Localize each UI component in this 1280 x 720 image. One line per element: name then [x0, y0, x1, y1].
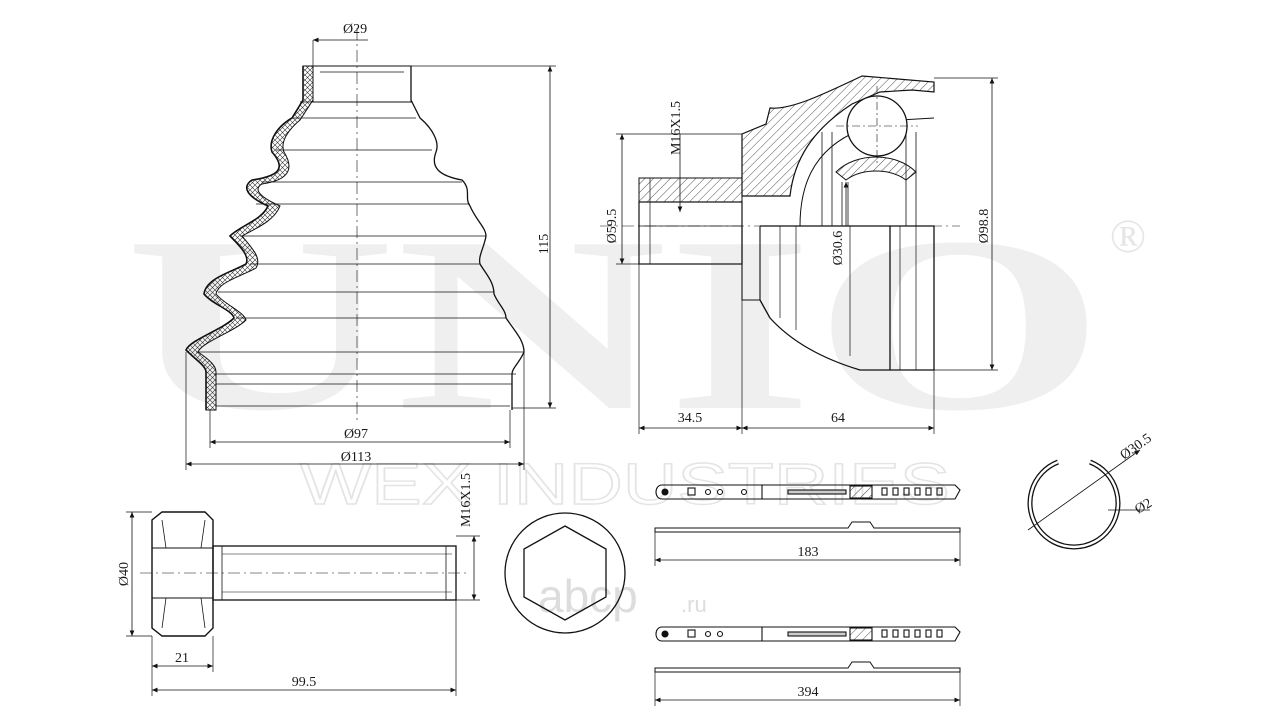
cv-joint-shaft-length-label: 34.5 — [678, 411, 703, 426]
boot-top-diameter-label: Ø29 — [343, 22, 367, 37]
circlip-wire-label: Ø2 — [1133, 496, 1155, 518]
watermark-site-suffix: .ru — [681, 592, 707, 617]
clamp-small-band-side — [654, 521, 961, 533]
watermark-registered: ® — [1110, 210, 1146, 263]
bolt-head-length-label: 21 — [175, 651, 189, 666]
clamp-large-drawing — [654, 626, 961, 706]
cv-joint-bell — [759, 225, 891, 371]
boot-right-profile — [410, 66, 525, 410]
cv-joint-drawing — [600, 75, 998, 434]
bolt-hex — [523, 525, 607, 621]
clamp-small-drawing — [654, 484, 961, 566]
cv-joint-housing-section — [741, 75, 935, 197]
bolt-head-end-view — [504, 512, 626, 634]
circlip-drawing — [1027, 449, 1150, 550]
boot-inner-diameter-label: Ø97 — [344, 427, 368, 442]
clamp-large-length-label: 394 — [798, 685, 819, 700]
clamp-small-band-top — [655, 484, 961, 500]
clamp-small-holes — [881, 487, 943, 496]
bolt-flange-circle — [504, 512, 626, 634]
watermark-brand: UNIO — [125, 186, 1105, 463]
bolt-drawing — [126, 511, 480, 696]
clamp-large-band-top — [655, 626, 961, 642]
watermark-site: abcp .ru — [538, 570, 707, 622]
cv-joint-thread-stub — [638, 177, 743, 203]
bolt-thread-label: M16X1.5 — [459, 473, 474, 527]
clamp-small-length-label: 183 — [798, 545, 819, 560]
clamp-large-band-side — [654, 661, 961, 673]
clamp-large-holes — [881, 629, 943, 638]
bolt-head — [151, 511, 214, 637]
watermark: UNIO ® WEX INDUSTRIES abcp .ru — [125, 186, 1146, 622]
bolt-head-diameter-label: Ø40 — [117, 562, 132, 586]
boot-outer-diameter-label: Ø113 — [341, 450, 372, 465]
circlip-diameter-label: Ø30.5 — [1118, 431, 1155, 463]
watermark-site-main: abcp — [538, 570, 638, 622]
cv-joint-body-length-label: 64 — [831, 411, 845, 426]
cv-joint-inner-diameter-label: Ø30.6 — [831, 231, 846, 266]
cv-joint-shaft-diameter-label: Ø59.5 — [605, 209, 620, 244]
boot-top-collar — [312, 65, 412, 103]
bolt-total-length-label: 99.5 — [292, 675, 317, 690]
cv-joint-outer-diameter-label: Ø98.8 — [977, 209, 992, 244]
boot-drawing — [185, 28, 556, 470]
cv-joint-thread-label: M16X1.5 — [669, 101, 684, 155]
boot-height-label: 115 — [537, 234, 552, 254]
